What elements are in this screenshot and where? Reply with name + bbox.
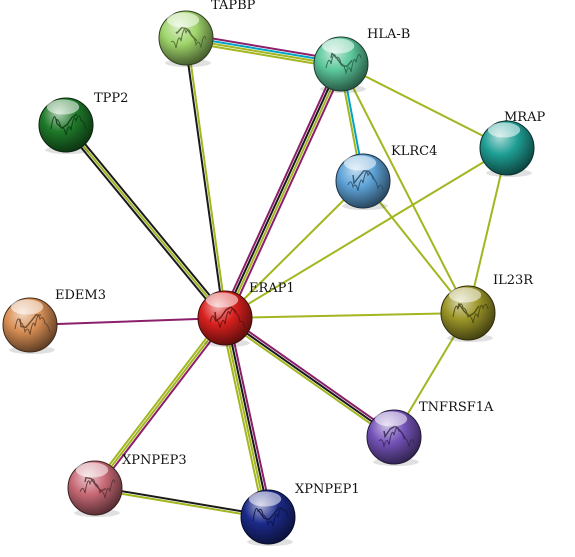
evidence-line-experiments — [220, 61, 339, 318]
evidence-line-textmining — [224, 147, 508, 319]
edge-erap1-xpnpep1 — [220, 316, 273, 519]
protein-structure-icon — [347, 169, 384, 191]
node-label-xpnpep1: XPNPEP1 — [295, 482, 360, 497]
protein-structure-icon — [79, 476, 116, 499]
protein-structure-icon — [325, 51, 362, 75]
node-label-tapbp: TAPBP — [211, 0, 256, 13]
edge-erap1-klrc4 — [224, 180, 364, 319]
edge-erap1-tapbp — [183, 36, 228, 320]
edge-hla-b-mrap — [340, 63, 508, 149]
node-highlight — [75, 462, 109, 478]
node-label-mrap: MRAP — [504, 110, 545, 125]
node-il23r[interactable]: IL23R — [440, 273, 534, 342]
protein-structure-icon — [252, 506, 289, 527]
edge-mrap-il23r — [467, 147, 508, 314]
node-label-tpp2: TPP2 — [94, 91, 128, 106]
node-xpnpep1[interactable]: XPNPEP1 — [240, 482, 360, 546]
node-highlight — [374, 411, 408, 427]
evidence-line-textmining — [225, 63, 344, 320]
node-hla-b[interactable]: HLA-B — [313, 27, 410, 93]
node-xpnpep3[interactable]: XPNPEP3 — [67, 453, 187, 517]
edge-erap1-edem3 — [29, 317, 226, 326]
edge-erap1-tnfrsf1a — [222, 314, 397, 441]
evidence-line-textmining — [93, 488, 269, 520]
protein-structure-icon — [378, 425, 415, 448]
node-highlight — [166, 12, 200, 28]
node-mrap[interactable]: MRAP — [479, 110, 545, 177]
node-label-erap1: ERAP1 — [249, 281, 295, 296]
node-highlight — [248, 491, 282, 507]
node-label-klrc4: KLRC4 — [391, 144, 437, 159]
evidence-line-textmining — [467, 147, 508, 314]
evidence-line-textmining — [362, 180, 469, 314]
node-highlight — [46, 99, 80, 115]
evidence-line-coexpression — [62, 125, 224, 321]
node-label-tnfrsf1a: TNFRSF1A — [419, 400, 494, 415]
evidence-line-experiments — [96, 318, 229, 491]
node-highlight — [448, 287, 482, 303]
evidence-line-coexpression — [94, 485, 270, 517]
evidence-line-textmining — [220, 317, 266, 519]
evidence-line-textmining — [91, 315, 224, 488]
evidence-line-experiments — [227, 316, 273, 518]
evidence-line-coexpression — [224, 317, 395, 438]
node-highlight — [321, 38, 355, 54]
protein-structure-icon — [50, 113, 87, 136]
evidence-line-textmining — [340, 63, 508, 149]
evidence-line-experiments — [29, 317, 226, 326]
edge-erap1-il23r — [224, 312, 469, 319]
node-tpp2[interactable]: TPP2 — [38, 91, 128, 154]
edge-hla-b-il23r — [340, 63, 469, 314]
node-label-edem3: EDEM3 — [55, 288, 106, 303]
protein-structure-icon — [170, 26, 207, 49]
edge-xpnpep3-xpnpep1 — [93, 485, 270, 520]
protein-structure-icon — [452, 302, 489, 324]
protein-structure-icon — [209, 306, 246, 329]
node-highlight — [343, 155, 377, 171]
evidence-line-textmining — [340, 63, 469, 314]
node-label-hla-b: HLA-B — [367, 27, 410, 42]
edge-klrc4-il23r — [362, 180, 469, 314]
evidence-line-textmining — [222, 319, 394, 441]
evidence-line-textmining — [224, 180, 364, 319]
node-highlight — [487, 122, 521, 138]
node-klrc4[interactable]: KLRC4 — [335, 144, 437, 210]
evidence-line-textmining — [186, 36, 228, 319]
evidence-line-experiments — [225, 314, 397, 436]
node-label-il23r: IL23R — [493, 273, 534, 288]
evidence-line-coexpression — [222, 62, 341, 319]
node-highlight — [10, 299, 44, 315]
node-label-xpnpep3: XPNPEP3 — [122, 453, 187, 468]
edge-erap1-xpnpep3 — [91, 315, 229, 491]
edge-erap1-mrap — [224, 147, 508, 319]
evidence-line-coexpression — [225, 316, 271, 518]
evidence-line-textmining — [222, 317, 268, 519]
protein-structure-icon — [14, 314, 51, 335]
evidence-line-textmining — [224, 312, 469, 319]
evidence-line-textmining — [94, 317, 226, 489]
edges-layer — [29, 33, 508, 520]
evidence-line-coexpression — [67, 122, 229, 318]
evidence-line-textmining — [65, 124, 226, 319]
edge-erap1-hla-b — [220, 61, 346, 321]
node-tapbp[interactable]: TAPBP — [158, 0, 256, 67]
edge-erap1-tpp2 — [62, 122, 229, 321]
node-highlight — [205, 292, 239, 308]
evidence-line-experiments — [227, 64, 346, 321]
node-erap1[interactable]: ERAP1 — [197, 281, 295, 347]
node-tnfrsf1a[interactable]: TNFRSF1A — [366, 400, 494, 466]
node-edem3[interactable]: EDEM3 — [2, 288, 106, 354]
evidence-line-coexpression — [183, 37, 225, 320]
